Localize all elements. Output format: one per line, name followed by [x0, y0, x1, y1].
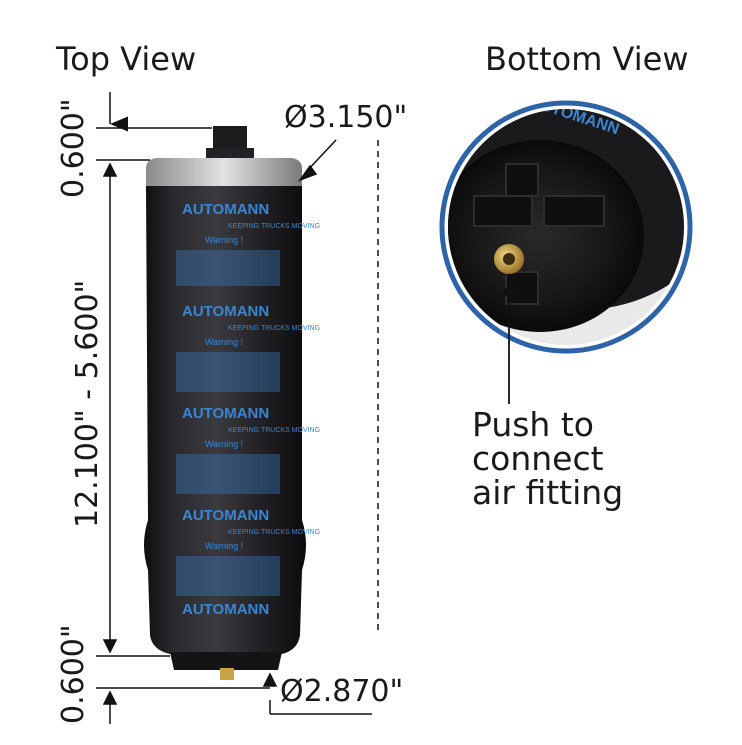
brand-tagline: KEEPING TRUCKS MOVING [228, 223, 320, 230]
callout-line-3: air fitting [472, 473, 624, 512]
brand-logo: AUTOMANN [182, 601, 269, 618]
brand-tagline: KEEPING TRUCKS MOVING [228, 325, 320, 332]
bottom-gap-dimension: 0.600" [56, 624, 91, 724]
top-view-label: Top View [56, 40, 197, 78]
bottom-air-fitting [220, 668, 234, 680]
push-to-connect-callout: Push to connect air fitting [472, 408, 623, 510]
warning-title: Warning ! [205, 337, 243, 347]
brand-tagline: KEEPING TRUCKS MOVING [228, 529, 320, 536]
stroke-dimension: 12.100" - 5.600" [70, 279, 105, 528]
callout-line-1: Push to [472, 405, 594, 444]
bottom-diameter-label: Ø2.870" [280, 674, 404, 709]
brand-logo: AUTOMANN [182, 405, 269, 422]
dimension-lines [96, 92, 379, 724]
callout-line-2: connect [472, 439, 604, 478]
brand-block-3: AUTOMANN KEEPING TRUCKS MOVING Warning ! [176, 405, 320, 494]
bellows-body [144, 186, 306, 654]
bottom-view-label: Bottom View [485, 40, 689, 78]
brand-logo: AUTOMANN [182, 303, 269, 320]
top-gap-dimension: 0.600" [56, 98, 91, 198]
bottom-piston [170, 652, 282, 670]
bottom-view-image: AUTOMANN [439, 100, 693, 404]
warning-title: Warning ! [205, 235, 243, 245]
brand-block-2: AUTOMANN KEEPING TRUCKS MOVING Warning ! [176, 303, 320, 392]
brand-tagline: KEEPING TRUCKS MOVING [228, 427, 320, 434]
brand-block-4: AUTOMANN KEEPING TRUCKS MOVING Warning !… [176, 507, 320, 618]
warning-title: Warning ! [205, 439, 243, 449]
air-spring-product: AUTOMANN KEEPING TRUCKS MOVING Warning !… [144, 126, 320, 680]
warning-title: Warning ! [205, 541, 243, 551]
top-diameter-label: Ø3.150" [284, 100, 408, 135]
top-cap [146, 158, 302, 188]
brand-logo: AUTOMANN [182, 201, 269, 218]
brand-block-1: AUTOMANN KEEPING TRUCKS MOVING Warning ! [176, 201, 320, 286]
brand-logo: AUTOMANN [182, 507, 269, 524]
